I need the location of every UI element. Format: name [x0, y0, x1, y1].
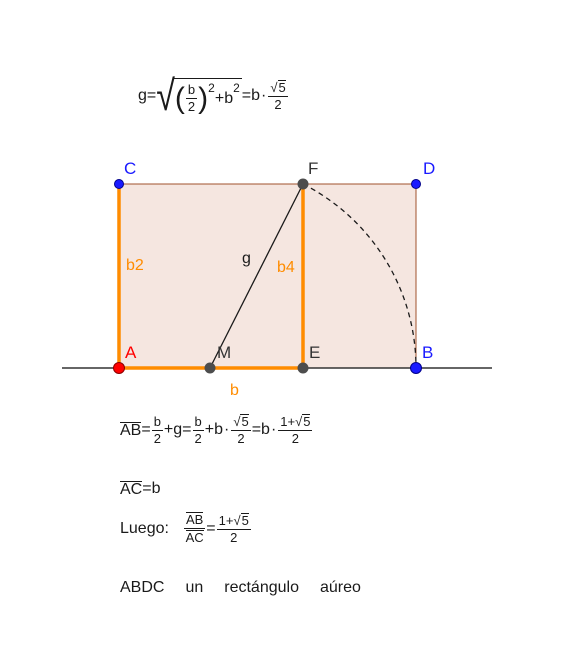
ab-frac-4-num-a: 1+	[280, 414, 296, 429]
luego-eq: =	[206, 519, 216, 537]
conclusion-word-3: rectángulo	[224, 579, 299, 596]
left-paren: (	[174, 81, 185, 115]
ab-overline: AB	[120, 421, 142, 439]
label-f: F	[308, 159, 318, 178]
ab-frac-4: 1+√5 2	[278, 414, 313, 446]
luego-ratio-den: AC	[185, 529, 204, 545]
label-b2: b2	[126, 257, 144, 274]
ab-dot-2: ·	[270, 421, 277, 438]
ab-frac-2: b 2	[192, 413, 204, 446]
ab-frac-4-num: 1+√5	[278, 414, 313, 431]
luego-label: Luego:	[120, 519, 169, 537]
ab-dot: ·	[224, 421, 230, 438]
equation-ac: AC =b	[120, 480, 160, 498]
luego-ratio-num: AB	[183, 512, 206, 529]
formula-equals: =	[146, 87, 157, 104]
rectangle-fill	[118, 183, 417, 369]
point-c	[114, 179, 124, 189]
point-d	[411, 179, 421, 189]
rhs-den: 2	[274, 97, 282, 112]
label-b: b	[230, 382, 239, 399]
label-c: C	[124, 159, 136, 178]
plus-sign: +	[214, 89, 225, 107]
conclusion-word-4: aúreo	[319, 579, 361, 596]
ac-rest: =b	[142, 480, 161, 497]
rhs-sqrt-char: √	[270, 80, 278, 95]
rhs-sqrt-arg: 5	[277, 80, 286, 95]
segment-g	[209, 183, 304, 369]
conclusion-word-1: ABDC	[120, 579, 165, 596]
half-b-fraction: b 2	[185, 82, 198, 114]
half-b-den: 2	[187, 99, 196, 114]
luego-golden-num: 1+√5	[216, 512, 251, 530]
point-m	[204, 362, 216, 374]
label-e: E	[309, 343, 320, 362]
ab-frac-4-sqrt-arg: 5	[302, 414, 311, 429]
luego-ab: AB	[185, 512, 204, 527]
conclusion: ABDC un rectángulo aúreo	[120, 579, 361, 597]
ab-eq-b: =b	[251, 421, 270, 438]
luego-golden-den: 2	[230, 529, 238, 545]
conclusion-word-2: un	[185, 579, 204, 596]
half-b-num: b	[185, 82, 198, 99]
ab-plus-b: +b	[204, 421, 223, 438]
ab-frac-1-den: 2	[153, 430, 161, 446]
ab-frac-3-num: √5	[231, 414, 251, 431]
rhs-dot: ·	[261, 87, 267, 104]
rhs-b: b	[251, 87, 261, 104]
equation-ab: AB = b 2 +g= b 2 +b · √5 2 =b · 1+√5 2	[120, 414, 313, 446]
rhs-num: √5	[268, 80, 288, 97]
formula-equals-2: =	[241, 87, 252, 104]
label-d: D	[423, 159, 435, 178]
label-a: A	[125, 343, 137, 362]
ab-frac-3-den: 2	[237, 431, 245, 446]
b-term: b	[224, 89, 234, 107]
sqrt-radicand: ( b 2 ) 2 + b 2	[172, 78, 242, 115]
ac-overline: AC	[120, 480, 143, 498]
ab-frac-2-den: 2	[194, 430, 202, 446]
sqrt-sign: √	[156, 72, 175, 120]
label-g: g	[242, 250, 251, 267]
rhs-fraction: √5 2	[268, 80, 288, 112]
ab-plus-g: +g=	[163, 421, 192, 438]
ab-frac-2-num: b	[192, 413, 204, 431]
ab-frac-4-den: 2	[291, 431, 299, 446]
point-f	[297, 178, 309, 190]
label-b: B	[422, 343, 433, 362]
point-b	[410, 362, 422, 374]
luego-ratio: AB AC	[183, 512, 206, 545]
luego-golden-frac: 1+√5 2	[216, 512, 251, 545]
point-a	[113, 362, 125, 374]
ab-frac-1-num: b	[151, 413, 163, 431]
right-paren: )	[198, 81, 209, 115]
ab-eq: =	[141, 421, 151, 438]
top-formula: g = √ ( b 2 ) 2 + b 2 = b · √5 2	[138, 75, 289, 117]
label-b4: b4	[277, 259, 295, 276]
ab-frac-1: b 2	[151, 413, 163, 446]
luego-ac: AC	[185, 530, 204, 545]
exponent-1: 2	[208, 81, 215, 95]
ab-frac-3-sqrt-arg: 5	[240, 414, 249, 429]
label-m: M	[217, 343, 231, 362]
ab-frac-3: √5 2	[231, 414, 251, 446]
luego-line: Luego: AB AC = 1+√5 2	[120, 512, 252, 545]
dashed-arc	[302, 183, 417, 369]
point-e	[297, 362, 309, 374]
exponent-2: 2	[233, 81, 240, 95]
formula-g: g	[138, 87, 147, 104]
luego-golden-sqrt-arg: 5	[240, 512, 249, 528]
luego-golden-num-a: 1+	[218, 512, 234, 528]
